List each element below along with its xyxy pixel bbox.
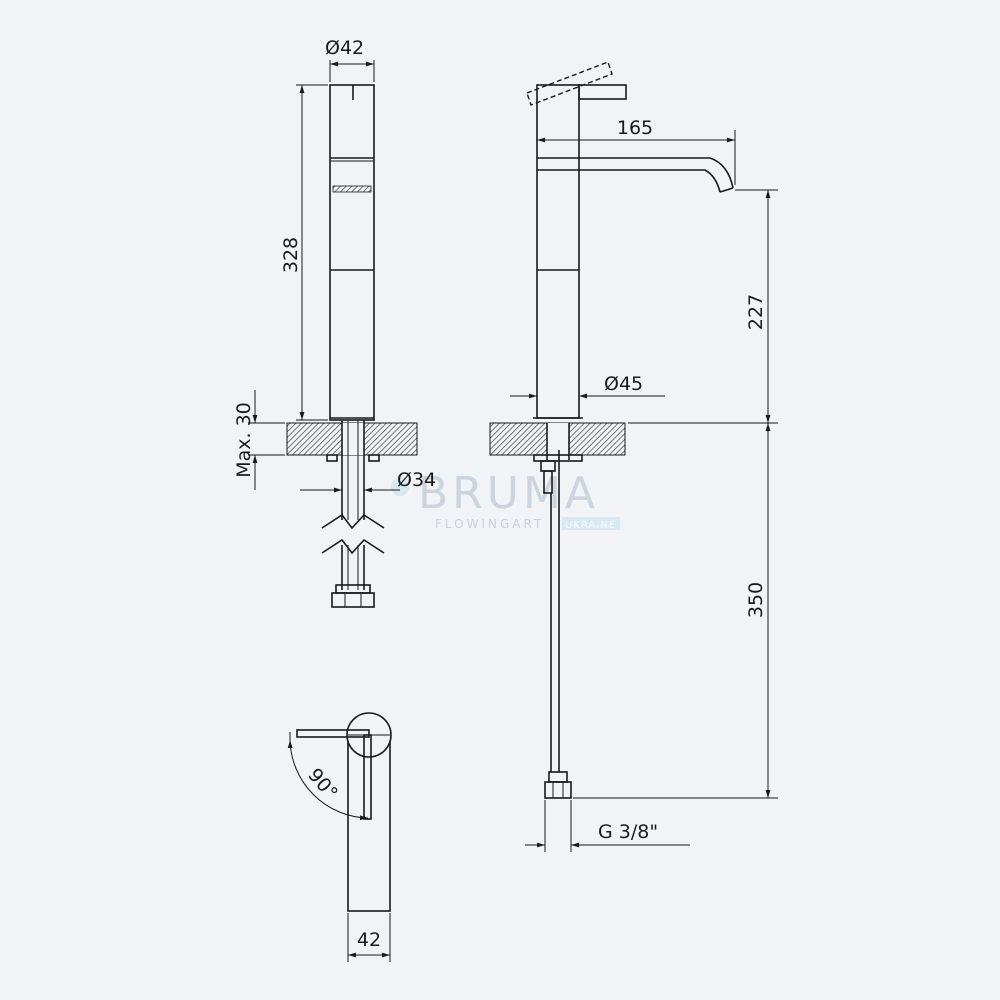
dim-angle-arc — [287, 739, 369, 821]
dim-angle: 90° — [303, 764, 342, 804]
watermark-logo-icon — [391, 478, 409, 496]
watermark-tagline: FLOWINGART — [435, 517, 544, 531]
dim-bottom-width: 42 — [357, 929, 381, 951]
dim-connection: G 3/8" — [598, 821, 658, 843]
dim-base-diameter: Ø45 — [604, 373, 643, 395]
dim-max-thickness: Max. 30 — [233, 402, 255, 478]
watermark-region-badge — [562, 517, 620, 530]
side-handle — [578, 84, 627, 100]
watermark-region: UKRAINE — [565, 520, 616, 531]
watermark-brand: BRUMA — [418, 468, 599, 519]
dim-shank-diameter: Ø34 — [397, 469, 436, 491]
dim-spout-reach: 165 — [617, 117, 653, 139]
front-aerator-band — [332, 185, 372, 193]
dim-hose-length: 350 — [745, 582, 767, 618]
front-view: Ø42 328 Max. 30 Ø34 — [233, 37, 436, 608]
front-body — [329, 84, 375, 421]
side-handle-rotated — [526, 61, 613, 106]
dim-top-diameter: Ø42 — [325, 37, 364, 59]
side-body — [536, 84, 580, 419]
top-view: 90° 42 — [287, 712, 392, 962]
side-spout — [537, 157, 734, 189]
dim-body-height: 328 — [280, 237, 302, 273]
top-handle-lever — [296, 729, 370, 738]
watermark: BRUMA FLOWINGART UKRAINE — [391, 468, 620, 531]
dim-spout-height: 227 — [745, 294, 767, 330]
top-body — [347, 734, 391, 912]
side-view: 165 227 Ø45 350 G 3/8" — [489, 61, 778, 852]
